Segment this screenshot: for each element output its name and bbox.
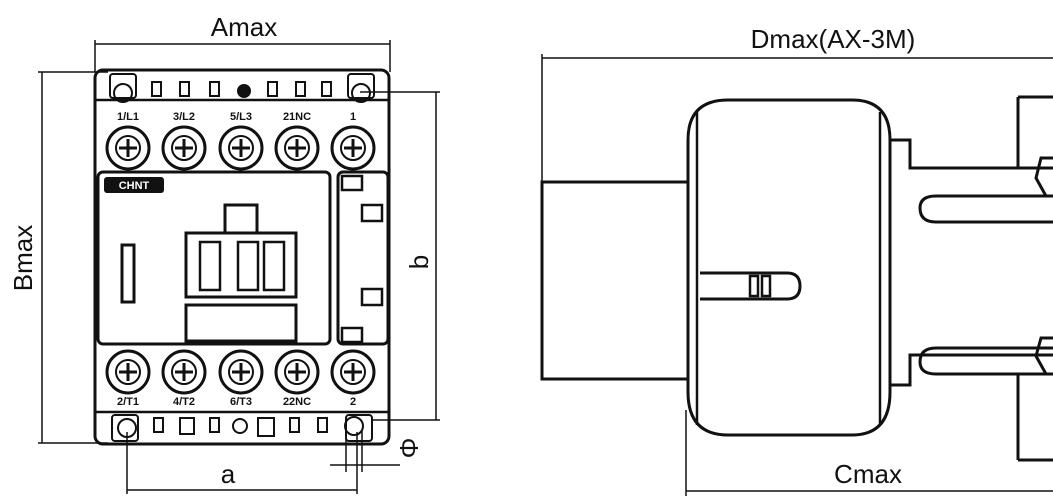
terminal-screw: [274, 349, 320, 395]
terminal-label-5-l3: 5/L3: [230, 111, 252, 123]
dimension-a: a: [126, 432, 358, 494]
side-terminals: [890, 95, 1053, 462]
status-slot: [120, 243, 136, 304]
side-body: [686, 98, 892, 437]
lower-window: [184, 303, 298, 343]
dimension-phi: Φ: [330, 430, 424, 472]
bottom-terminal-screws: [105, 349, 376, 395]
terminal-label-3-l2: 3/L2: [173, 111, 195, 123]
terminal-screw: [330, 349, 376, 395]
terminal-screw: [218, 125, 264, 171]
dim-label-phi: Φ: [394, 438, 424, 459]
brand-label: CHNT: [119, 180, 150, 192]
terminal-label-21nc: 21NC: [283, 111, 311, 123]
front-view: Amax Bmax b a Φ: [8, 12, 440, 494]
armature-indicator: [184, 203, 298, 299]
terminal-screw: [330, 125, 376, 171]
bottom-right-mounting-hole: [344, 416, 364, 436]
aux-module-body: [540, 180, 690, 381]
terminal-label-1-l1: 1/L1: [117, 111, 139, 123]
aux-contact-block: [336, 170, 390, 346]
terminal-label-2-t1: 2/T1: [117, 396, 139, 408]
terminal-label-1: 1: [350, 111, 356, 123]
top-terminal-screws: [105, 125, 376, 171]
center-panel: CHNT: [96, 170, 332, 346]
dim-label-dmax: Dmax(AX-3M): [751, 24, 916, 54]
dim-label-amax: Amax: [211, 12, 277, 42]
top-strip: [95, 73, 389, 103]
bottom-terminal-labels: 2/T1 4/T2 6/T3 22NC 2: [117, 396, 356, 408]
dimension-dmax: Dmax(AX-3M): [541, 24, 1053, 182]
dimension-bmax: Bmax: [8, 71, 108, 444]
top-left-mounting-hole: [113, 83, 133, 103]
terminal-screw: [105, 125, 151, 171]
terminal-screw: [274, 125, 320, 171]
terminal-screw: [161, 349, 207, 395]
terminal-screw: [161, 125, 207, 171]
dim-label-cmax: Cmax: [834, 459, 902, 489]
terminal-screw: [218, 349, 264, 395]
brand-badge: [104, 177, 164, 193]
side-lever: [700, 271, 802, 301]
terminal-label-4-t2: 4/T2: [173, 396, 195, 408]
terminal-screw: [105, 349, 151, 395]
dimension-cmax: Cmax: [685, 410, 1053, 496]
bottom-strip: [95, 410, 389, 442]
side-view: Dmax(AX-3M) Cmax: [540, 24, 1053, 496]
dimension-b: b: [360, 91, 440, 421]
dim-label-b: b: [404, 255, 434, 269]
terminal-label-2: 2: [350, 396, 356, 408]
dim-label-a: a: [221, 459, 236, 489]
top-terminal-labels: 1/L1 3/L2 5/L3 21NC 1: [117, 111, 356, 123]
terminal-label-6-t3: 6/T3: [230, 396, 252, 408]
bottom-left-mounting-hole: [117, 418, 137, 438]
indicator-dot: [237, 84, 251, 98]
terminal-label-22nc: 22NC: [283, 396, 311, 408]
dimension-amax: Amax: [94, 12, 391, 72]
top-right-mounting-hole: [351, 83, 371, 103]
dim-label-bmax: Bmax: [8, 225, 38, 291]
